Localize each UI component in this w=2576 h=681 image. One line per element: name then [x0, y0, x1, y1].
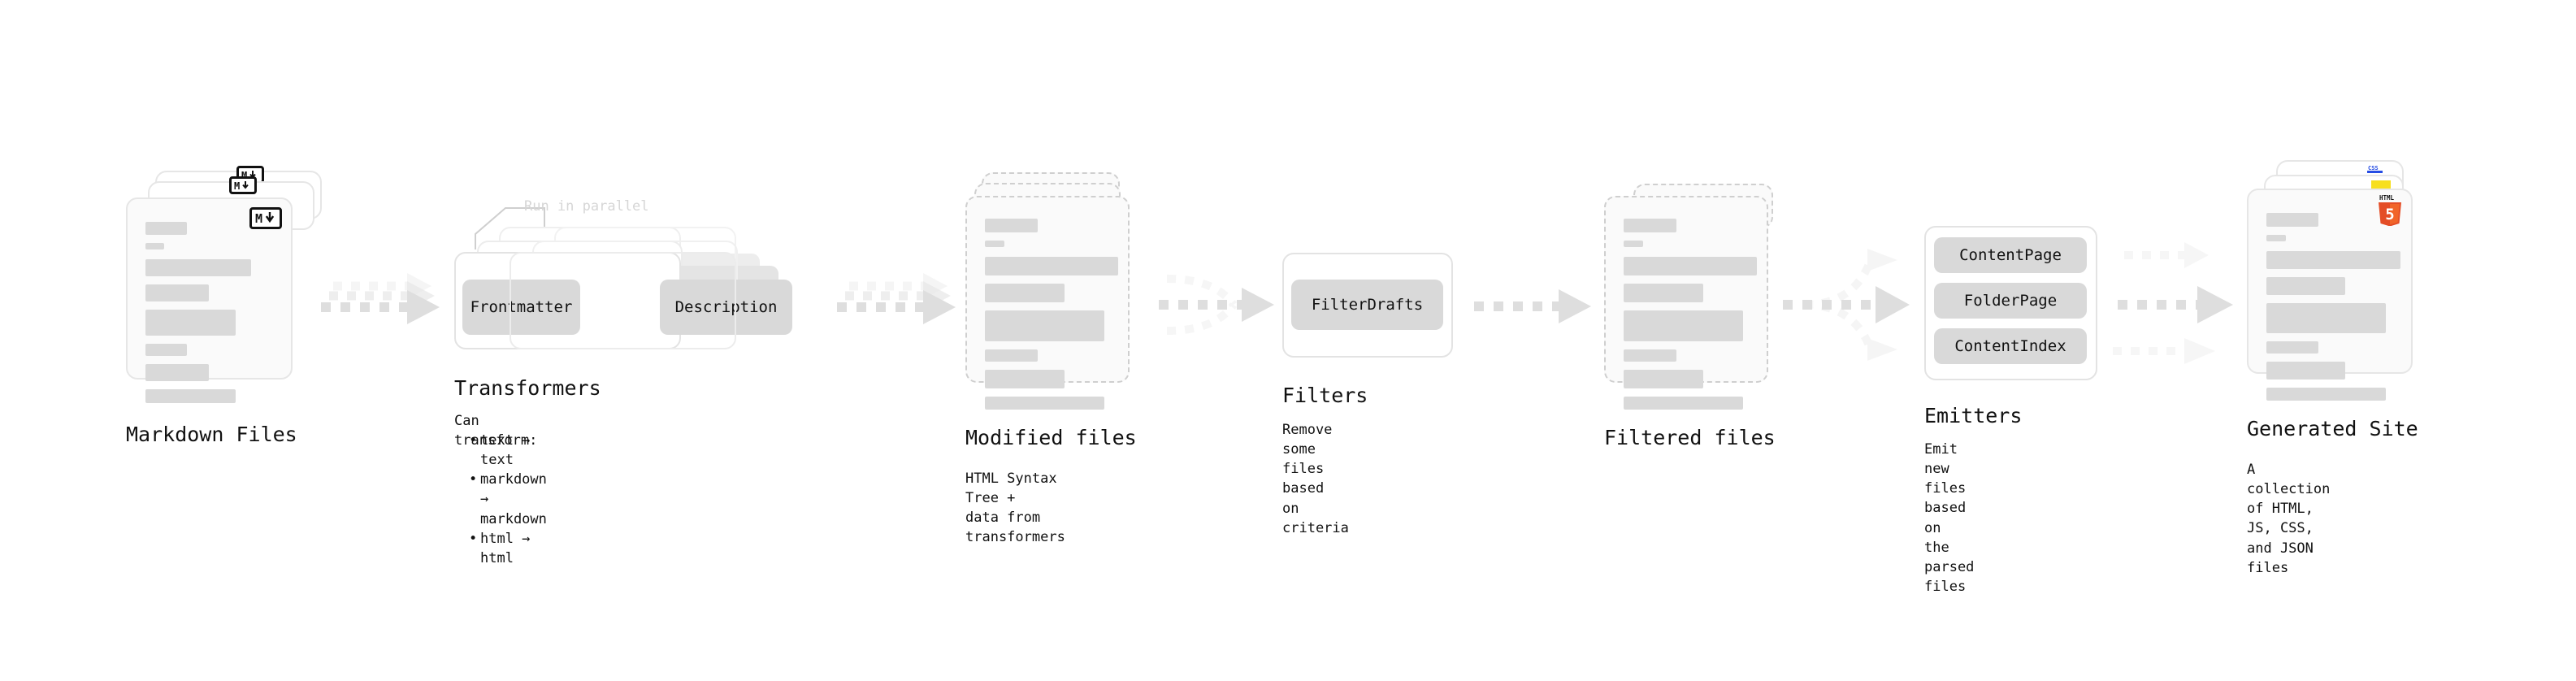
filters-subtitle: Remove some files based on criteria: [1282, 422, 1349, 536]
emitters-subtitle: Emit new files based on the parsed files: [1924, 441, 1975, 595]
connector-modified-to-filters: [1159, 275, 1274, 335]
transformers-title: Transformers: [454, 376, 601, 400]
modified-files-subtitle: HTML Syntax Tree + data from transformer…: [965, 471, 1065, 546]
modified-files-title: Modified files: [965, 426, 1137, 449]
connector-emitters-to-site: [2113, 242, 2233, 364]
svg-text:M: M: [234, 180, 240, 191]
emitters-chip-contentindex[interactable]: ContentIndex: [1934, 328, 2087, 364]
filtered-placeholder-lines: [1624, 219, 1757, 418]
filters-title: Filters: [1282, 384, 1368, 407]
markdown-icon-back-1: M: [229, 176, 257, 194]
generated-site-subtitle: A collection of HTML, JS, CSS, and JSON …: [2247, 462, 2331, 576]
emitters-chip-contentpage[interactable]: ContentPage: [1934, 237, 2087, 273]
transformers-bullet-0: text → text: [469, 431, 547, 470]
svg-text:CSS: CSS: [2368, 165, 2379, 171]
markdown-placeholder-lines: [145, 222, 273, 411]
transformers-bullet-list: text → text markdown → markdown html → h…: [467, 431, 547, 568]
generated-site-title: Generated Site: [2247, 417, 2418, 440]
emitters-chip-folderpage[interactable]: FolderPage: [1934, 283, 2087, 319]
css3-logo: CSS: [2367, 163, 2383, 174]
transformers-bullet-1: markdown → markdown: [469, 470, 547, 528]
svg-text:HTML: HTML: [2379, 194, 2395, 202]
run-in-parallel-bracket: [475, 207, 545, 249]
modified-card-front: [965, 196, 1130, 410]
site-placeholder-lines: [2266, 213, 2400, 409]
markdown-icon: M: [249, 207, 282, 229]
modified-placeholder-lines: [985, 219, 1118, 418]
transformers-bullet-2: html → html: [469, 529, 547, 568]
emitters-title: Emitters: [1924, 404, 2023, 427]
filtered-card-front: [1604, 196, 1768, 410]
markdown-files-title: Markdown Files: [126, 423, 297, 446]
connector-filters-to-filtered: [1474, 289, 1591, 323]
connector-transformers-to-modified: [837, 273, 956, 324]
filtered-files-title: Filtered files: [1604, 426, 1776, 449]
connector-md-to-transformers: [321, 273, 440, 324]
connector-filtered-to-emitters: [1783, 249, 1910, 361]
html5-logo: HTML 5: [2377, 193, 2403, 227]
transformer-chip-description[interactable]: Description: [660, 280, 792, 335]
svg-text:5: 5: [2385, 206, 2394, 223]
filters-chip-filterdrafts[interactable]: FilterDrafts: [1291, 280, 1443, 330]
svg-text:M: M: [241, 170, 247, 180]
run-in-parallel-label: Run in parallel: [524, 198, 649, 215]
svg-text:M: M: [255, 212, 262, 224]
transformer-chip-frontmatter[interactable]: Frontmatter: [462, 280, 580, 335]
transformer-box-front-overlay: [510, 252, 736, 349]
